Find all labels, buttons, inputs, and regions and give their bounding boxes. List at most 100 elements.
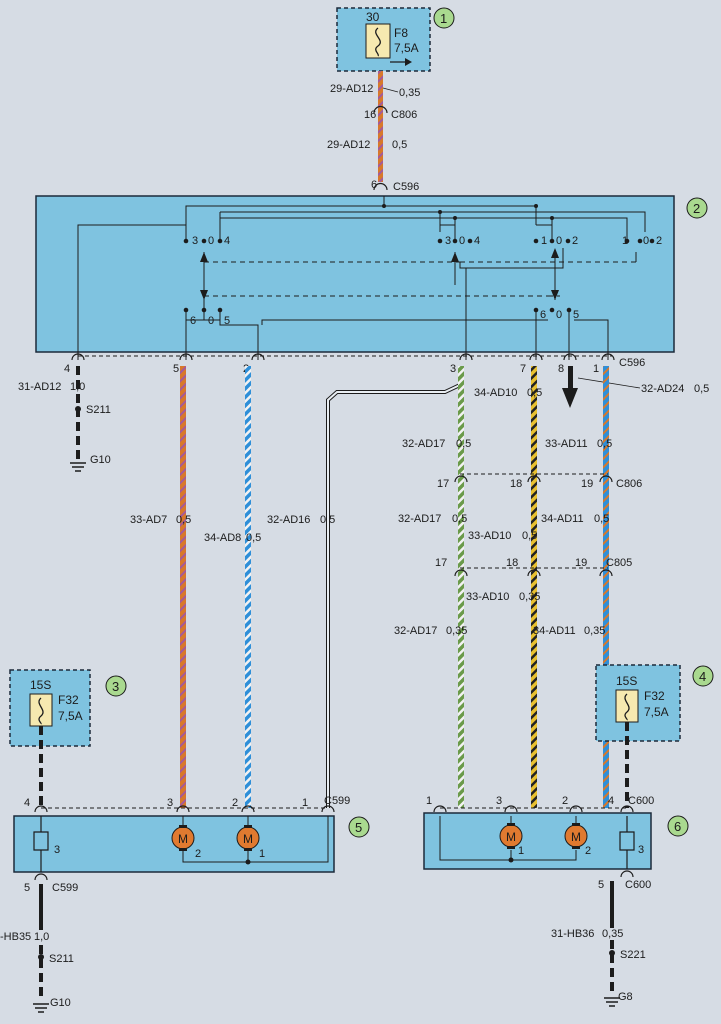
svg-text:32-AD17: 32-AD17 — [402, 438, 445, 450]
svg-text:S211: S211 — [86, 404, 111, 416]
svg-text:7: 7 — [520, 363, 526, 375]
svg-text:1: 1 — [541, 235, 547, 247]
svg-text:18: 18 — [510, 478, 522, 490]
fuse-f8-terminal: 30 — [366, 10, 380, 24]
svg-text:32-AD17: 32-AD17 — [394, 625, 437, 637]
svg-text:6: 6 — [674, 819, 681, 834]
svg-text:4: 4 — [64, 363, 70, 375]
svg-text:2: 2 — [585, 845, 591, 857]
svg-text:C600: C600 — [625, 879, 651, 891]
svg-text:0: 0 — [459, 235, 465, 247]
svg-text:0: 0 — [208, 235, 214, 247]
svg-text:7,5A: 7,5A — [644, 705, 669, 719]
svg-text:3: 3 — [638, 844, 644, 856]
svg-text:2: 2 — [195, 848, 201, 860]
svg-text:3: 3 — [192, 235, 198, 247]
svg-text:6: 6 — [190, 315, 196, 327]
svg-text:1,0: 1,0 — [70, 381, 85, 393]
connector-c600-label: C600 — [628, 795, 654, 807]
svg-text:2: 2 — [572, 235, 578, 247]
svg-text:5: 5 — [224, 315, 230, 327]
svg-text:F32: F32 — [644, 689, 665, 703]
svg-text:17: 17 — [437, 478, 449, 490]
wire-32-ad16 — [326, 366, 464, 808]
connector-c806-label: C806 — [391, 109, 417, 121]
svg-text:M: M — [506, 830, 516, 844]
svg-text:31-AD12: 31-AD12 — [18, 381, 61, 393]
svg-text:32-AD16: 32-AD16 — [267, 514, 310, 526]
wire-32-ad24 — [568, 366, 573, 388]
svg-text:17: 17 — [435, 557, 447, 569]
connector-c806-pin — [373, 105, 388, 114]
svg-text:0,35: 0,35 — [446, 625, 467, 637]
svg-text:-HB35: -HB35 — [0, 931, 31, 943]
wire-29-ad12 — [378, 71, 383, 182]
svg-text:16: 16 — [364, 109, 376, 121]
connector-c596-pins — [71, 353, 615, 361]
svg-text:3: 3 — [445, 235, 451, 247]
callout-1: 1 — [433, 7, 455, 29]
ground-icon — [70, 462, 86, 472]
svg-text:0,35: 0,35 — [602, 928, 623, 940]
svg-text:0,5: 0,5 — [452, 513, 467, 525]
svg-text:4: 4 — [474, 235, 480, 247]
wire-32-ad17 — [458, 366, 464, 808]
svg-text:4: 4 — [224, 235, 230, 247]
svg-text:2: 2 — [232, 797, 238, 809]
fuse-f32-left-block: 15S F32 7,5A — [9, 669, 91, 747]
svg-text:1: 1 — [426, 795, 432, 807]
svg-text:0: 0 — [556, 309, 562, 321]
svg-text:F32: F32 — [58, 693, 79, 707]
wire-size: 0,35 — [399, 87, 420, 99]
fuse-f8-rating: 7,5A — [394, 41, 419, 55]
svg-text:4: 4 — [699, 669, 706, 684]
ground-icon — [604, 997, 620, 1007]
svg-text:1: 1 — [259, 848, 265, 860]
svg-text:33-AD7: 33-AD7 — [130, 514, 167, 526]
svg-text:0,35: 0,35 — [584, 625, 605, 637]
svg-text:M: M — [178, 832, 188, 846]
svg-text:G8: G8 — [618, 991, 633, 1003]
svg-text:0,5: 0,5 — [176, 514, 191, 526]
svg-text:1: 1 — [593, 363, 599, 375]
svg-text:0: 0 — [643, 235, 649, 247]
callout-5: 5 — [348, 816, 370, 838]
svg-text:2: 2 — [562, 795, 568, 807]
svg-text:1: 1 — [622, 235, 628, 247]
svg-text:3: 3 — [450, 363, 456, 375]
svg-text:C599: C599 — [52, 882, 78, 894]
svg-text:5: 5 — [173, 363, 179, 375]
svg-text:1: 1 — [302, 797, 308, 809]
svg-text:6: 6 — [371, 179, 377, 191]
svg-text:31-HB36: 31-HB36 — [551, 928, 594, 940]
svg-text:8: 8 — [558, 363, 564, 375]
connector-c596-top-pin — [373, 182, 388, 191]
svg-text:0,5: 0,5 — [597, 438, 612, 450]
svg-text:S211: S211 — [49, 953, 74, 965]
connector-c596-label: C596 — [619, 357, 645, 369]
svg-text:5: 5 — [24, 882, 30, 894]
svg-text:3: 3 — [496, 795, 502, 807]
switch-module: 3 0 4 3 0 4 1 0 2 1 0 2 6 0 5 6 0 5 — [35, 195, 675, 360]
svg-text:34-AD8: 34-AD8 — [204, 532, 241, 544]
svg-text:19: 19 — [581, 478, 593, 490]
wire-size: 0,5 — [392, 139, 407, 151]
svg-text:6: 6 — [540, 309, 546, 321]
mirror-motor-left: 4 3 2 1 C599 3 M M 2 1 5 C599 — [13, 795, 350, 894]
svg-text:0: 0 — [208, 315, 214, 327]
svg-text:2: 2 — [693, 201, 700, 216]
svg-text:0,5: 0,5 — [694, 383, 709, 395]
arrow-down-icon — [562, 388, 578, 408]
connector-c599-label: C599 — [324, 795, 350, 807]
svg-text:4: 4 — [24, 797, 30, 809]
fuse-f32-right-block: 15S F32 7,5A — [595, 664, 681, 742]
svg-text:34-AD10: 34-AD10 — [474, 387, 517, 399]
connector-c805-label: C805 — [606, 557, 632, 569]
svg-text:G10: G10 — [90, 454, 111, 466]
svg-text:0,5: 0,5 — [246, 532, 261, 544]
svg-text:0,5: 0,5 — [522, 530, 537, 542]
svg-text:5: 5 — [573, 309, 579, 321]
svg-text:33-AD10: 33-AD10 — [468, 530, 511, 542]
svg-text:M: M — [571, 830, 581, 844]
